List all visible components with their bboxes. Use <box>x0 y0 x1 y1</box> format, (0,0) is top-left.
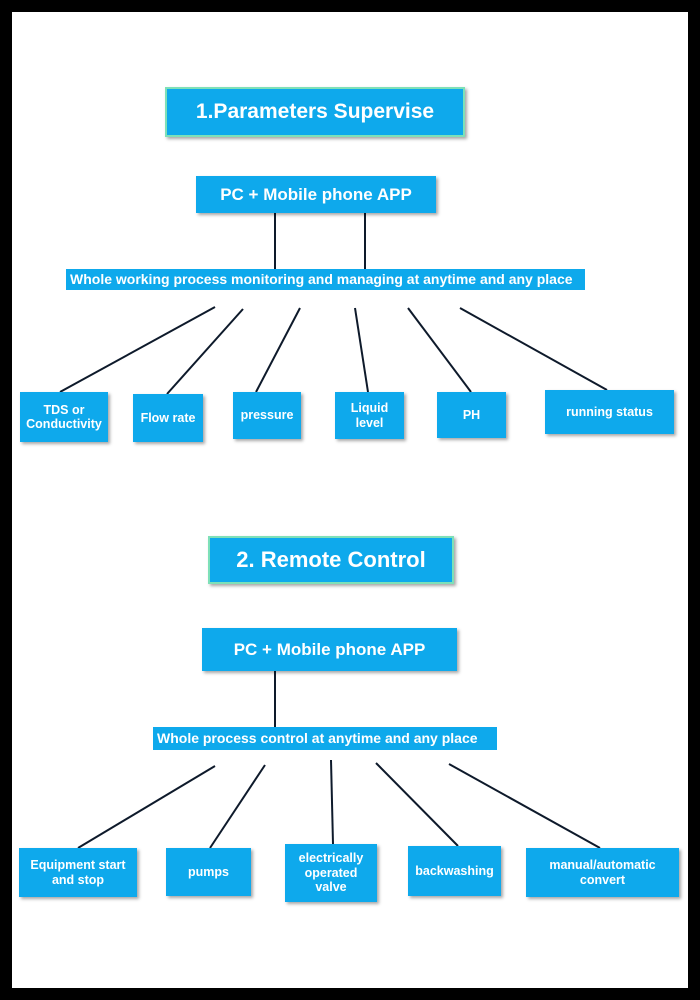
item-label: Flow rate <box>140 410 196 425</box>
section1-title: 1.Parameters Supervise <box>165 87 465 137</box>
item-pressure: pressure <box>233 392 301 439</box>
section1-description-bar: Whole working process monitoring and man… <box>66 269 585 290</box>
item-equipment-start-stop: Equipment start and stop <box>19 848 137 897</box>
section2-platform-box: PC + Mobile phone APP <box>202 628 457 671</box>
section2-title: 2. Remote Control <box>208 536 454 584</box>
item-electrically-operated-valve: electrically operated valve <box>285 844 377 902</box>
item-label: TDS or Conductivity <box>26 402 102 431</box>
item-label: manual/automatic convert <box>549 858 656 887</box>
item-backwashing: backwashing <box>408 846 501 896</box>
item-label: running status <box>566 404 653 419</box>
item-label: pumps <box>188 864 229 879</box>
item-running-status: running status <box>545 390 674 434</box>
item-label: pressure <box>240 408 294 423</box>
item-label: Equipment start and stop <box>30 858 126 887</box>
item-label: PH <box>462 407 481 422</box>
item-label: backwashing <box>415 863 494 878</box>
item-ph: PH <box>437 392 506 438</box>
item-tds-conductivity: TDS or Conductivity <box>20 392 108 442</box>
item-liquid-level: Liquid level <box>335 392 404 439</box>
section2-description-bar: Whole process control at anytime and any… <box>153 727 497 750</box>
item-manual-automatic-convert: manual/automatic convert <box>526 848 679 897</box>
item-flow-rate: Flow rate <box>133 394 203 442</box>
item-label: electrically operated valve <box>298 851 364 895</box>
item-label: Liquid level <box>350 401 389 430</box>
item-pumps: pumps <box>166 848 251 896</box>
page-frame <box>12 12 688 988</box>
section1-platform-box: PC + Mobile phone APP <box>196 176 436 213</box>
